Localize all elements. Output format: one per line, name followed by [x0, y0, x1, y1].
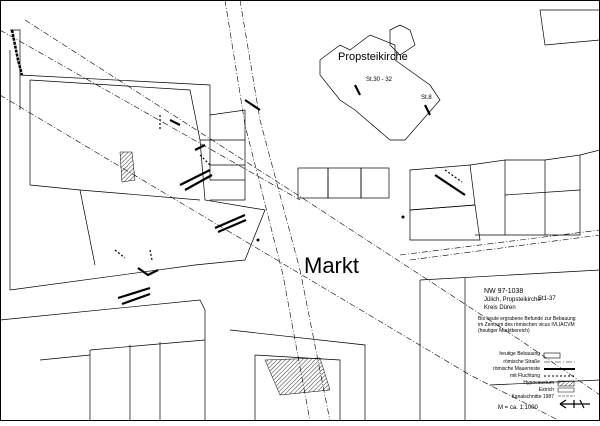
legend-building-symbol	[543, 352, 561, 359]
market-label: Markt	[304, 253, 359, 278]
scale-label: M = ca. 1:1000	[498, 405, 538, 411]
site-label-st1-37: St1-37	[538, 296, 556, 302]
report-id: NW 97-1038	[484, 288, 524, 295]
legend-hypocaustum-symbol	[557, 380, 575, 387]
legend-estrich-symbol	[557, 387, 575, 393]
hypocaustum-area-south	[264, 357, 331, 396]
legend-symbols	[543, 352, 575, 397]
find-point	[401, 215, 405, 219]
site-label-st30-32: St.30 - 32	[366, 77, 393, 83]
description-line: im Zentrum des römischen vicus IVLIACVM	[478, 322, 575, 328]
legend-label: heutige Bebauung	[499, 351, 540, 357]
legend-label: römische Mauerreste	[493, 366, 540, 372]
legend-label: römische Straße	[503, 359, 540, 365]
church-label: Propsteikirche	[338, 51, 408, 63]
north-arrow-icon	[559, 399, 590, 409]
legend-label: mit Fluchtung	[509, 373, 540, 379]
site-label-st8: St.8	[421, 95, 432, 101]
roman-walls	[117, 84, 466, 306]
report-place: Jülich, Propsteikirche	[484, 297, 541, 303]
find-point	[256, 238, 260, 242]
west-wall-remains	[10, 29, 24, 76]
description-line: (heutiger Marktbereich)	[478, 328, 530, 334]
hypocaustum-area-west	[119, 151, 136, 183]
legend-label: Kanalschnitte 1987	[511, 394, 554, 400]
report-district: Kreis Düren	[484, 305, 516, 311]
current-buildings	[0, 9, 600, 421]
wall-fragments	[114, 115, 463, 261]
legend-label: Estrich	[538, 387, 554, 393]
description-line: Bis heute ergrabene Befunde zur Bebauung	[478, 316, 576, 322]
legend-label: Hypocaustum	[523, 380, 554, 386]
